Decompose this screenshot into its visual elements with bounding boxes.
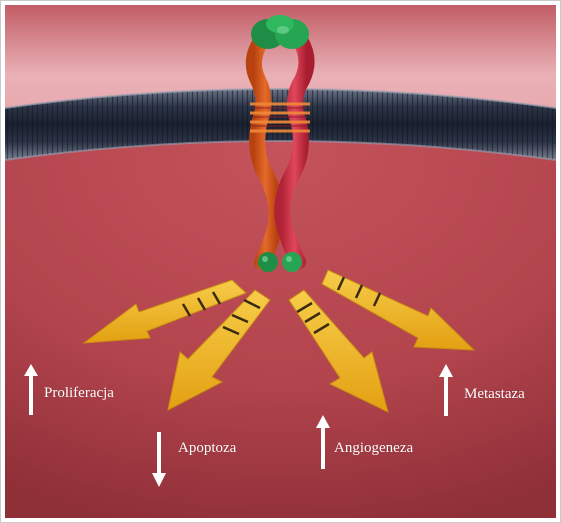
label-angiogeneza: Angiogeneza [334, 440, 413, 457]
label-metastaza: Metastaza [464, 386, 525, 403]
label-apoptoza: Apoptoza [178, 440, 236, 457]
label-proliferacja: Proliferacja [44, 385, 114, 402]
